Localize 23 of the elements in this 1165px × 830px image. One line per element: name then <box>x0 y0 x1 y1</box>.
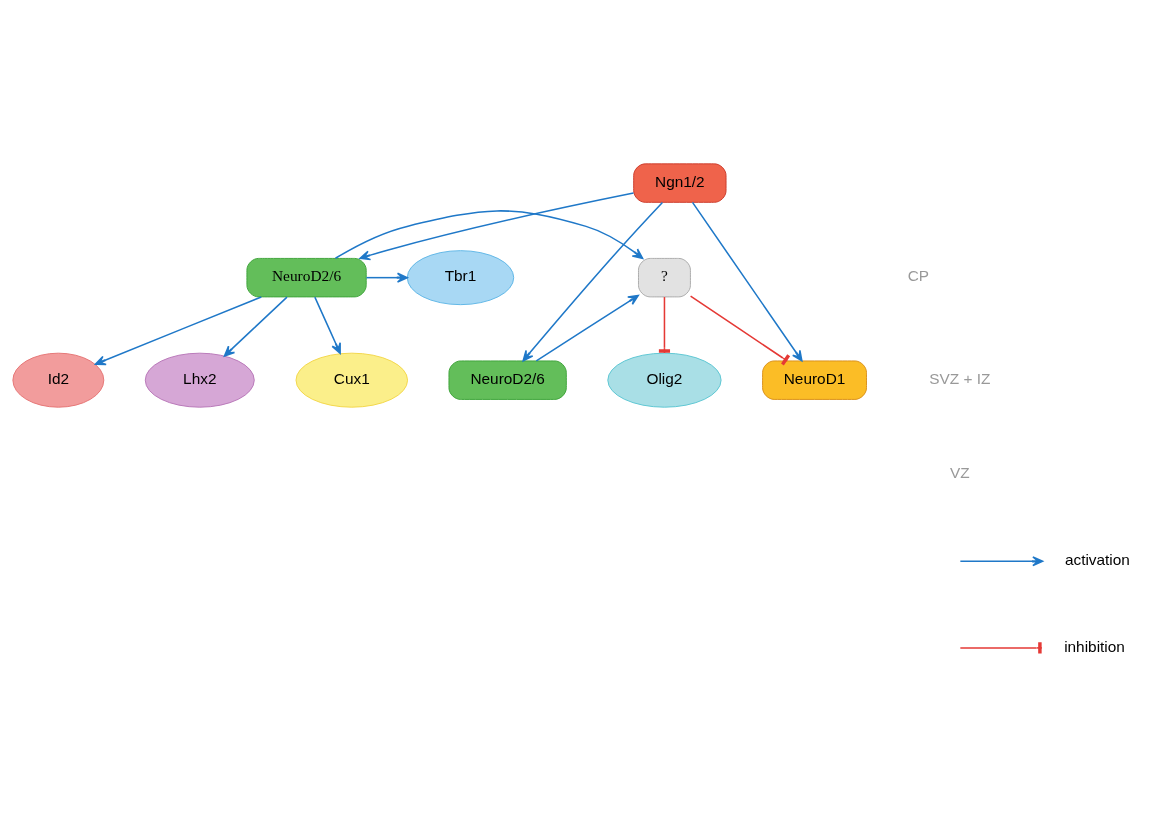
arrow <box>334 209 644 259</box>
arrow <box>535 294 639 362</box>
label: SVZ + IZ <box>929 369 991 387</box>
node-ellipse: Cux1 <box>295 352 409 408</box>
arrow <box>94 295 263 365</box>
node-box: NeuroD2/6 <box>246 257 367 297</box>
arrow <box>314 295 341 354</box>
label: VZ <box>949 463 970 481</box>
label: CP <box>907 266 930 284</box>
connector <box>689 294 791 365</box>
node-box: ? <box>638 257 691 297</box>
legend-label: activation <box>1064 550 1130 568</box>
node-ellipse: Olig2 <box>607 352 722 408</box>
node-box: NeuroD1 <box>762 359 867 400</box>
arrow <box>691 201 803 362</box>
arrow <box>365 272 408 283</box>
node-box: Ngn1/2 <box>633 162 727 203</box>
arrow <box>223 295 288 357</box>
node-box: NeuroD2/6 <box>448 359 567 400</box>
node-ellipse: Tbr1 <box>406 249 515 305</box>
arrow <box>359 191 635 260</box>
legend-label: inhibition <box>1064 637 1125 655</box>
node-ellipse: Lhx2 <box>144 352 255 408</box>
